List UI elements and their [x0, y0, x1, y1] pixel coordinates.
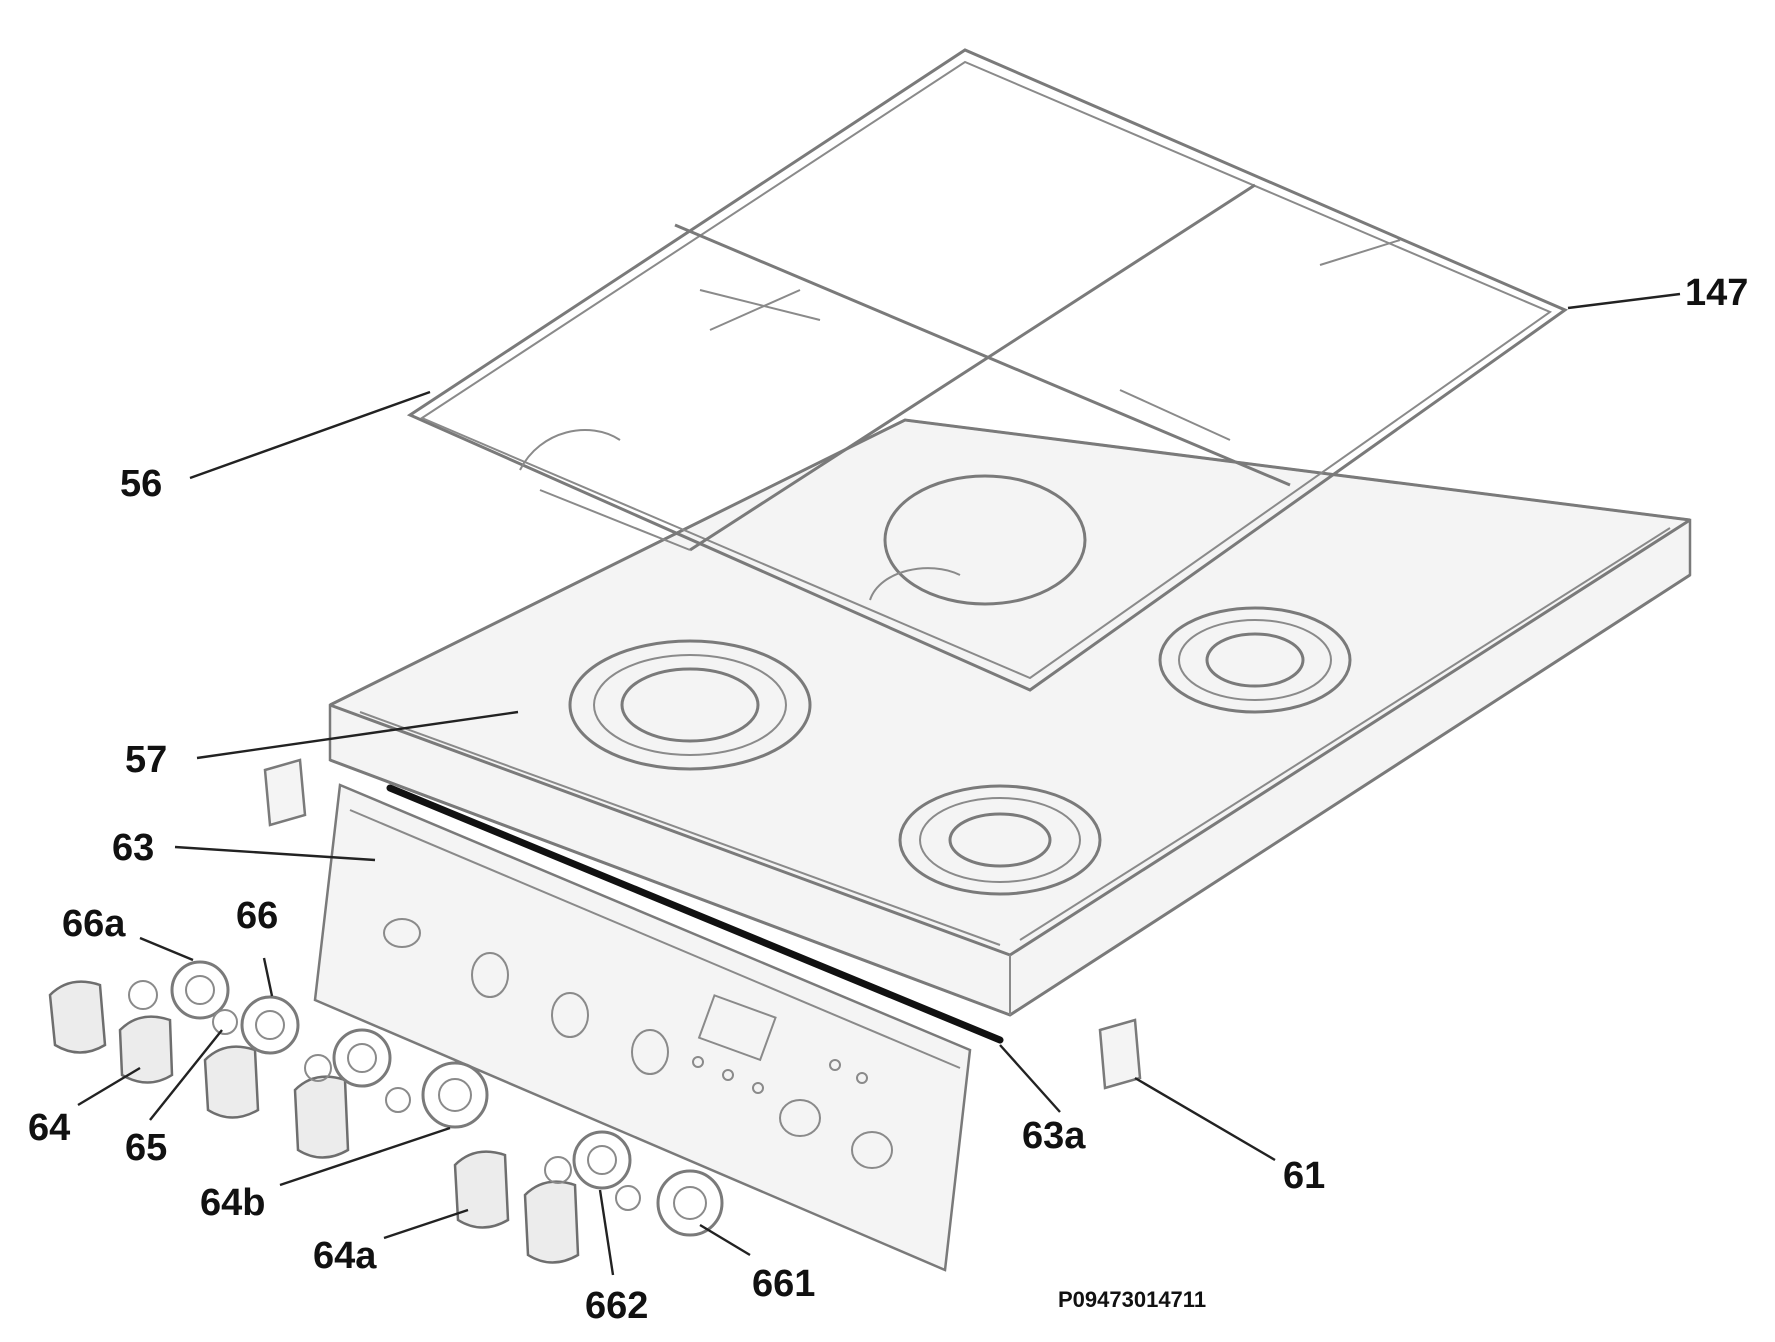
- burner-front-left: [568, 639, 812, 771]
- label-57: 57: [125, 739, 167, 781]
- leader-66: [262, 957, 274, 997]
- leader-63a: [999, 1044, 1061, 1113]
- burner-front-right: [898, 784, 1102, 896]
- drawing-code: P09473014711: [1058, 1287, 1206, 1312]
- label-66: 66: [236, 895, 278, 937]
- leader-64b: [279, 1126, 451, 1187]
- burner-rear-right: [1158, 606, 1352, 714]
- label-63: 63: [112, 827, 154, 869]
- label-661: 661: [752, 1263, 815, 1305]
- leader-64: [77, 1066, 141, 1107]
- seal-strip: [386, 784, 1004, 1044]
- label-64a: 64a: [313, 1235, 377, 1277]
- leader-56: [189, 390, 431, 480]
- label-64: 64: [28, 1107, 70, 1149]
- leader-57: [196, 710, 519, 760]
- leader-147: [1567, 292, 1681, 310]
- label-64b: 64b: [200, 1182, 265, 1224]
- leader-66a: [139, 936, 194, 962]
- leader-61: [1134, 1076, 1276, 1162]
- leader-662: [598, 1189, 615, 1276]
- leader-63: [174, 845, 376, 862]
- label-65: 65: [125, 1127, 167, 1169]
- label-56: 56: [120, 463, 162, 505]
- label-63a: 63a: [1022, 1115, 1086, 1157]
- leader-64a: [383, 1208, 469, 1240]
- label-662: 662: [585, 1285, 648, 1327]
- leader-65: [149, 1029, 223, 1121]
- bracket-right: [1098, 1018, 1142, 1090]
- hob-top-plate: [328, 418, 1692, 1017]
- bracket-left: [263, 758, 307, 827]
- control-panel: [313, 783, 972, 1272]
- label-147: 147: [1685, 272, 1748, 314]
- pan-support-grid: [406, 48, 1569, 692]
- label-66a: 66a: [62, 903, 126, 945]
- leader-661: [699, 1223, 751, 1257]
- knob-assembly: [48, 960, 724, 1264]
- label-61: 61: [1283, 1155, 1325, 1197]
